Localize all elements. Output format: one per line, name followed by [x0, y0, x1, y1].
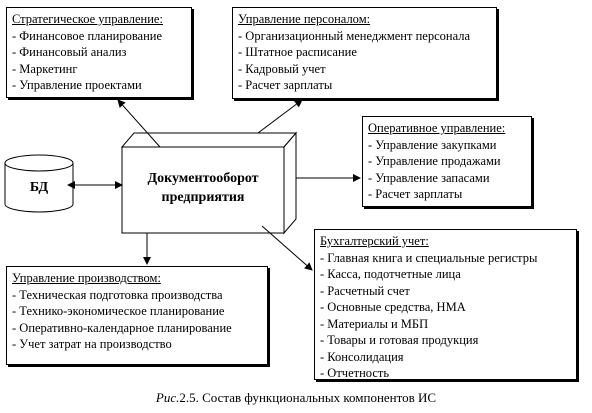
accounting-item: - Расчетный счет — [320, 283, 410, 298]
production-item: - Оперативно-календарное планирование — [12, 320, 232, 335]
operational-item: - Управление запасами — [368, 170, 490, 185]
strategic-item: - Финансовое планирование — [12, 28, 163, 43]
personnel-item: - Штатное расписание — [238, 45, 357, 59]
operational-item: - Управление закупками — [368, 137, 497, 152]
accounting-item: - Главная книга и специальные регистры — [320, 250, 538, 265]
arrow-to-accounting — [261, 225, 313, 271]
document-flow-line1: Документооборот — [147, 171, 259, 186]
document-flow-label: Документооборот предприятия — [122, 169, 284, 207]
strategic-title: Стратегическое управление: — [12, 12, 163, 26]
production-title: Управление производством: — [12, 271, 161, 285]
figure-caption: Рис.2.5. Состав функциональных компонент… — [0, 390, 592, 406]
personnel-title: Управление персоналом: — [238, 12, 371, 26]
accounting-box: Бухгалтерский учет: - Главная книга и сп… — [314, 229, 577, 380]
accounting-item: - Консолидация — [320, 349, 404, 364]
personnel-item: - Расчет зарплаты — [238, 78, 333, 92]
strategic-management-box: Стратегическое управление: - Финансовое … — [6, 7, 192, 98]
accounting-item: - Основные средства, НМА — [320, 300, 466, 314]
strategic-item: - Управление проектами — [12, 78, 142, 92]
arrow-to-personnel — [257, 99, 303, 134]
production-item: - Техническая подготовка производства — [12, 287, 223, 302]
production-management-box: Управление производством: - Техническая … — [6, 266, 268, 365]
operational-item: - Расчет зарплаты — [368, 187, 463, 201]
operational-item: - Управление продажами — [368, 154, 501, 168]
personnel-management-box: Управление персоналом: - Организационный… — [232, 7, 497, 99]
production-item: - Учет затрат на производство — [12, 337, 172, 351]
center-3d-box — [120, 131, 298, 235]
production-item: - Технико-экономическое планирование — [12, 304, 225, 318]
accounting-item: - Отчетность — [320, 366, 390, 380]
operational-title: Оперативное управление: — [368, 121, 506, 135]
strategic-item: - Финансовый анализ — [12, 45, 127, 59]
personnel-item: - Организационный менеджмент персонала — [238, 28, 471, 43]
figure-caption-text: 2.5. Состав функциональных компонентов И… — [179, 390, 437, 405]
strategic-item: - Маркетинг — [12, 61, 78, 76]
personnel-item: - Кадровый учет — [238, 61, 326, 76]
figure-caption-prefix: Рис. — [155, 390, 180, 405]
arrow-to-strategic — [117, 99, 161, 148]
accounting-item: - Касса, подотчетные лица — [320, 267, 461, 281]
accounting-item: - Материалы и МБП — [320, 316, 429, 331]
database-cylinder — [4, 154, 74, 213]
database-label: БД — [29, 180, 49, 195]
document-flow-line2: предприятия — [161, 190, 245, 205]
accounting-item: - Товары и готовая продукция — [320, 333, 479, 347]
operational-management-box: Оперативное управление: - Управление зак… — [362, 116, 532, 207]
accounting-title: Бухгалтерский учет: — [320, 234, 429, 248]
